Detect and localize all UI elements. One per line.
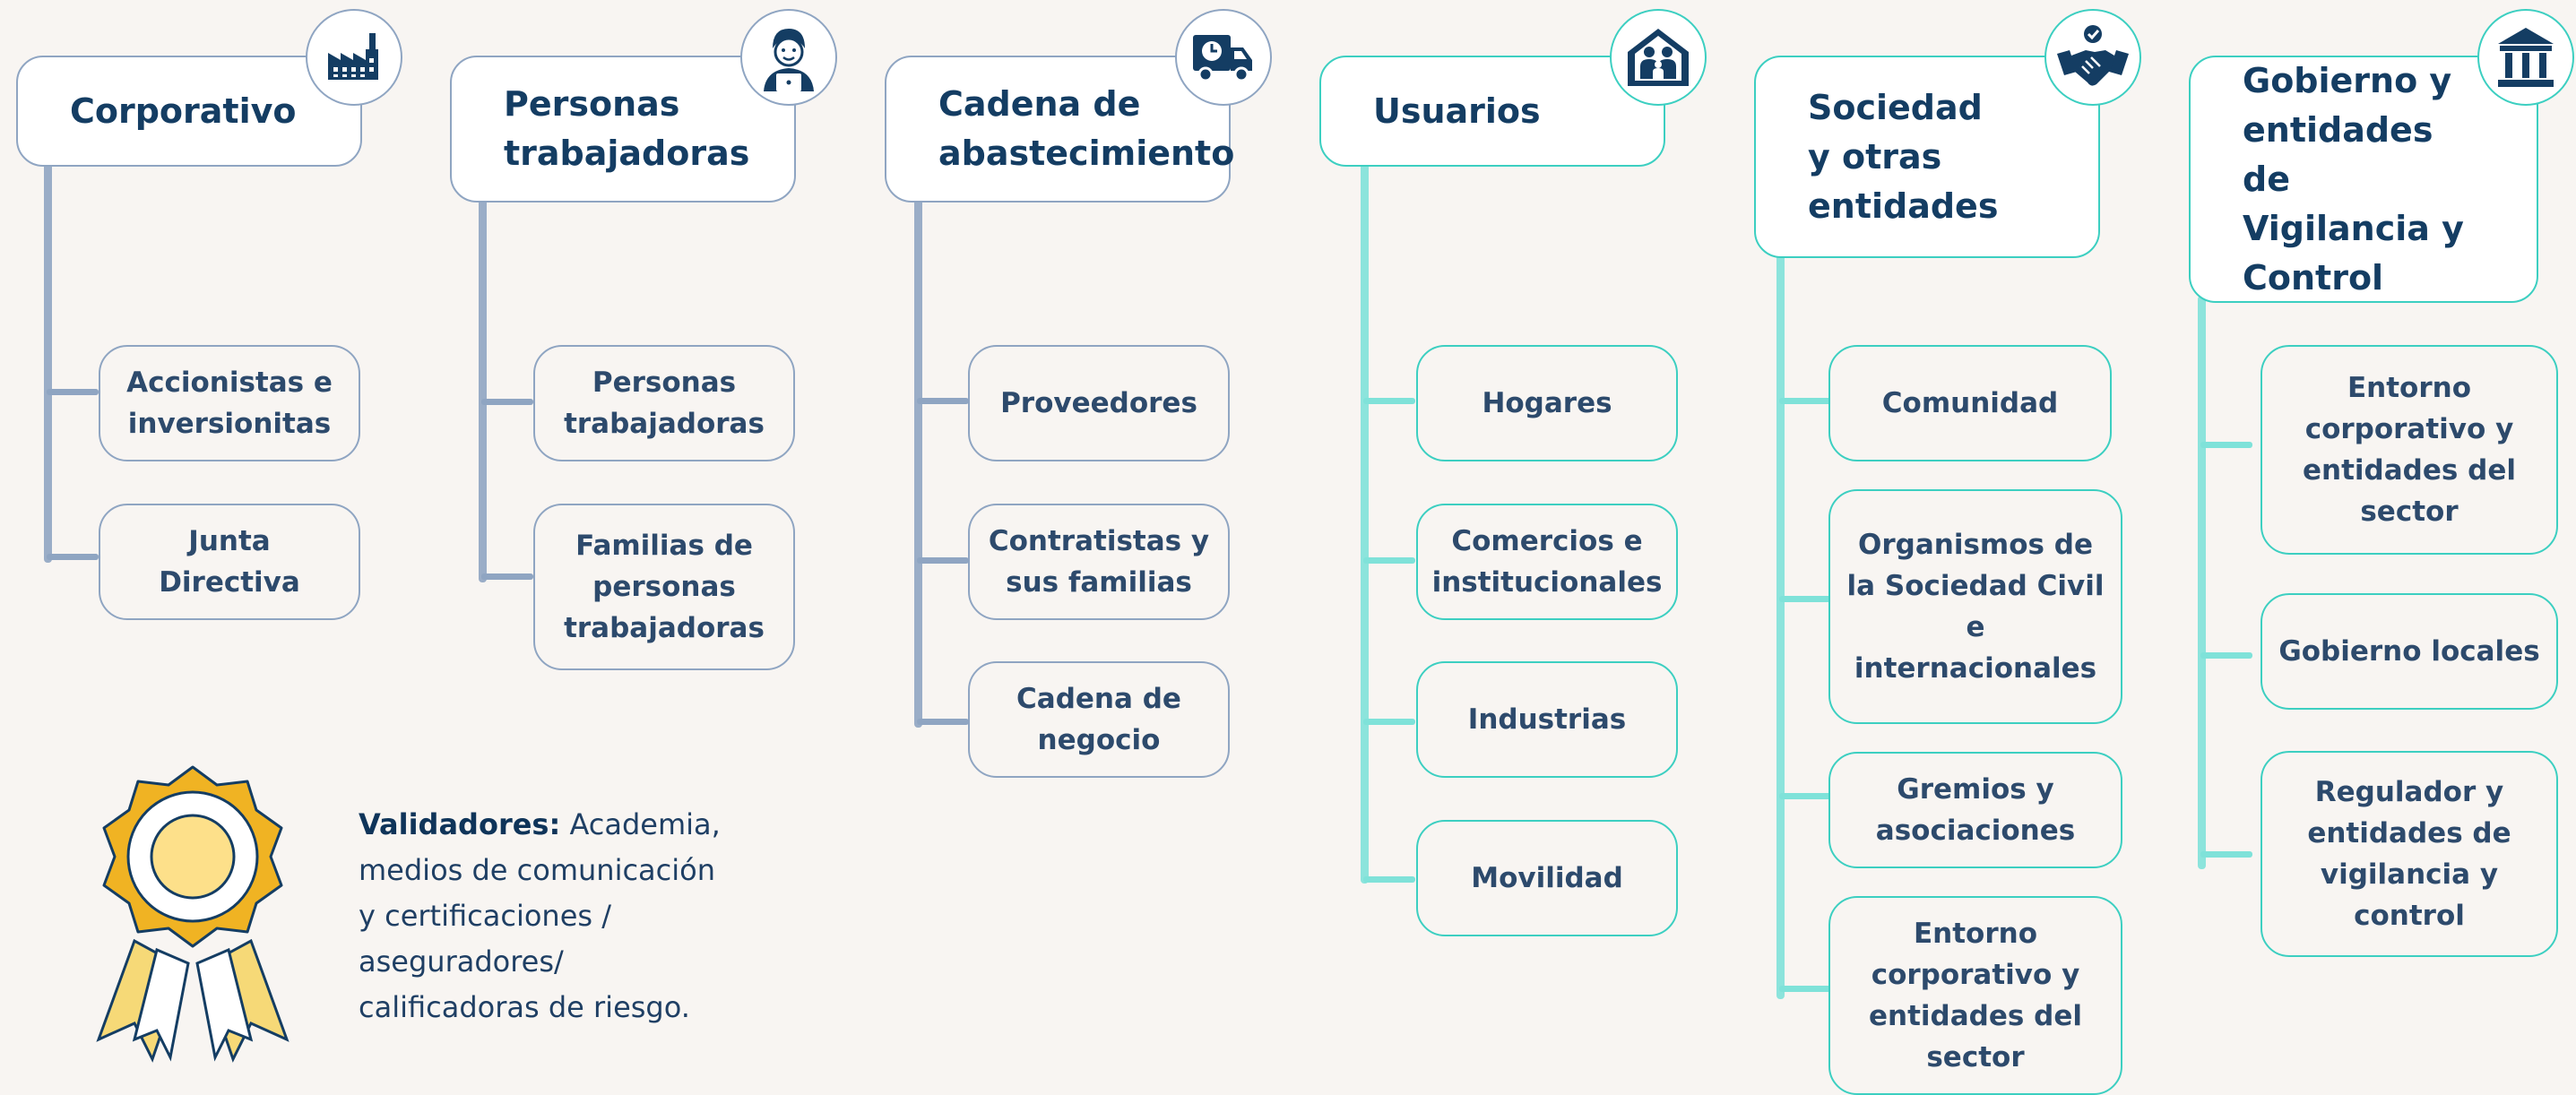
stakeholder-box: Entorno corporativo y entidades del sect… bbox=[1828, 896, 2122, 1095]
stakeholder-box: Movilidad bbox=[1416, 820, 1678, 936]
stakeholder-box: Proveedores bbox=[968, 345, 1230, 461]
column-title: Usuarios bbox=[1373, 91, 1541, 131]
tree-branch bbox=[1363, 876, 1415, 883]
validators-text: Academia, medios de comunicación y certi… bbox=[359, 807, 721, 1024]
tree-branch bbox=[1779, 596, 1831, 602]
stakeholder-box: Contratistas y sus familias bbox=[968, 504, 1230, 620]
factory-icon bbox=[306, 9, 402, 106]
tree-stem bbox=[1361, 161, 1369, 884]
tree-stem bbox=[479, 199, 487, 582]
validators-label: Validadores: bbox=[359, 807, 561, 841]
award-ribbon-icon bbox=[72, 762, 314, 1066]
tree-branch bbox=[2200, 442, 2252, 448]
stakeholder-box: Comercios e institucionales bbox=[1416, 504, 1678, 620]
stakeholder-box: Accionistas e inversionitas bbox=[99, 345, 360, 461]
stakeholder-box: Organismos de la Sociedad Civil e intern… bbox=[1828, 489, 2122, 724]
tree-stem bbox=[2198, 296, 2206, 869]
tree-branch bbox=[917, 719, 969, 725]
tree-branch bbox=[2200, 851, 2252, 858]
column-title: Sociedad y otras entidades bbox=[1808, 87, 1999, 226]
stakeholder-box: Regulador y entidades de vigilancia y co… bbox=[2260, 751, 2558, 957]
stakeholder-box: Entorno corporativo y entidades del sect… bbox=[2260, 345, 2558, 555]
tree-branch bbox=[1779, 986, 1831, 992]
handshake-icon bbox=[2044, 9, 2141, 106]
tree-branch bbox=[47, 389, 99, 395]
stakeholder-box: Personas trabajadoras bbox=[533, 345, 795, 461]
stakeholder-box: Familias de personas trabajadoras bbox=[533, 504, 795, 670]
tree-stem bbox=[914, 199, 922, 728]
government-building-icon bbox=[2477, 9, 2574, 106]
validators-note: Validadores: Academia, medios de comunic… bbox=[359, 802, 735, 1030]
tree-branch bbox=[1363, 557, 1415, 564]
tree-branch bbox=[481, 399, 533, 405]
stakeholder-box: Cadena de negocio bbox=[968, 661, 1230, 778]
tree-stem bbox=[1776, 251, 1785, 999]
column-title: Personas trabajadoras bbox=[504, 84, 750, 173]
tree-branch bbox=[917, 557, 969, 564]
column-header: Sociedad y otras entidades bbox=[1754, 56, 2100, 258]
column-header: Corporativo bbox=[16, 56, 362, 167]
tree-stem bbox=[44, 161, 52, 563]
stakeholder-box: Gobierno locales bbox=[2260, 593, 2558, 710]
stakeholder-box: Industrias bbox=[1416, 661, 1678, 778]
column-title: Gobierno y entidades de Vigilancia y Con… bbox=[2243, 60, 2464, 297]
worker-laptop-icon bbox=[740, 9, 837, 106]
column-header: Personas trabajadoras bbox=[450, 56, 796, 203]
tree-branch bbox=[481, 573, 533, 580]
column-title: Cadena de abastecimiento bbox=[938, 84, 1235, 173]
family-house-icon bbox=[1610, 9, 1707, 106]
tree-branch bbox=[1363, 719, 1415, 725]
tree-branch bbox=[917, 398, 969, 404]
column-header: Usuarios bbox=[1319, 56, 1665, 167]
stakeholder-box: Hogares bbox=[1416, 345, 1678, 461]
delivery-truck-icon bbox=[1175, 9, 1272, 106]
column-header: Gobierno y entidades de Vigilancia y Con… bbox=[2189, 56, 2538, 303]
column-title: Corporativo bbox=[70, 91, 297, 131]
tree-branch bbox=[1779, 793, 1831, 799]
column-header: Cadena de abastecimiento bbox=[885, 56, 1235, 203]
tree-branch bbox=[1363, 398, 1415, 404]
tree-branch bbox=[1779, 398, 1831, 404]
stakeholder-box: Junta Directiva bbox=[99, 504, 360, 620]
tree-branch bbox=[47, 554, 99, 560]
stakeholder-box: Comunidad bbox=[1828, 345, 2112, 461]
stakeholder-box: Gremios y asociaciones bbox=[1828, 752, 2122, 868]
tree-branch bbox=[2200, 652, 2252, 659]
